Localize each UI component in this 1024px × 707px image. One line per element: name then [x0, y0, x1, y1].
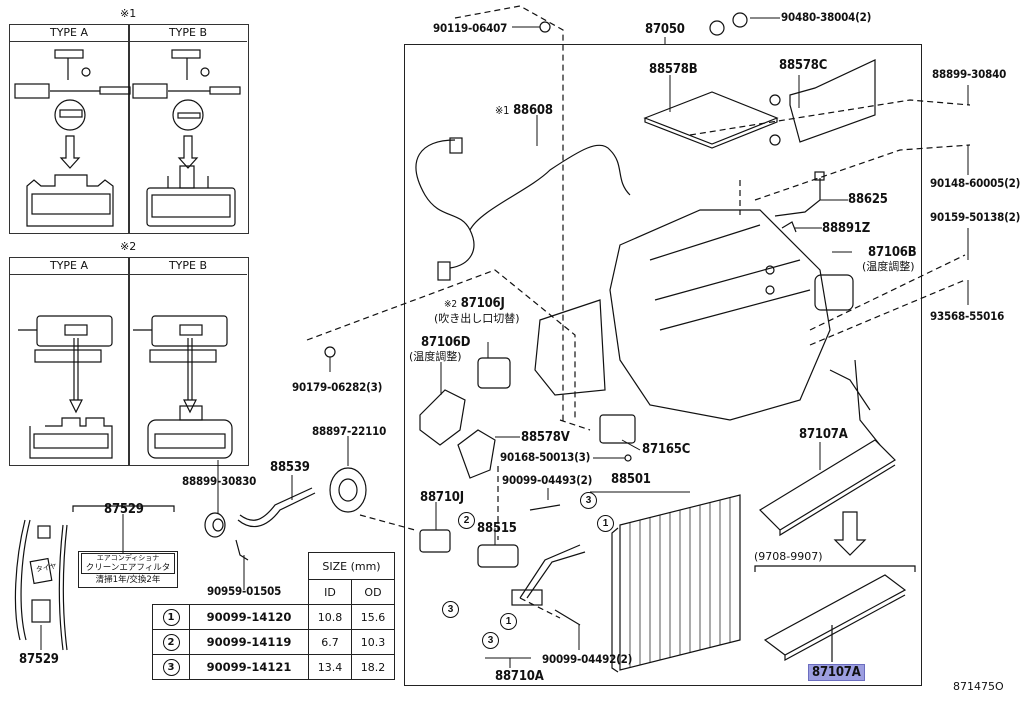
part-note-87106J: (吹き出し口切替): [434, 312, 520, 325]
table-row: 1 90099-14120 10.8 15.6: [152, 604, 395, 630]
table-row: 2 90099-14119 6.7 10.3: [152, 629, 395, 655]
part-label-88515[interactable]: 88515: [477, 521, 517, 536]
row-id: 13.4: [308, 654, 352, 680]
table-row: 3 90099-14121 13.4 18.2: [152, 654, 395, 680]
oring-callout-1: 1: [597, 515, 614, 532]
part-note-87106D: (温度調整): [409, 350, 462, 363]
part-label-93568-55016[interactable]: 93568-55016: [930, 309, 1005, 323]
part-label-88710J[interactable]: 88710J: [420, 490, 464, 505]
actuator-type-a-drawing: [18, 315, 113, 459]
part-label-87165C[interactable]: 87165C: [642, 442, 691, 457]
part-label-90099-04492[interactable]: 90099-04492(2): [542, 652, 633, 666]
actuator-type-b-drawing: [133, 315, 233, 459]
part-label-87106B[interactable]: 87106B: [868, 245, 917, 260]
row-od: 10.3: [351, 629, 395, 655]
part-label-88501[interactable]: 88501: [611, 472, 651, 487]
part-label-87050[interactable]: 87050: [645, 22, 685, 37]
type-a-header: TYPE A: [10, 258, 128, 275]
oring-callout-3: 3: [580, 492, 597, 509]
row-id: 10.8: [308, 604, 352, 630]
type-panel-2-marker: ※2: [120, 240, 137, 253]
size-header: SIZE (mm): [308, 552, 395, 580]
part-number: 87106J: [460, 296, 505, 311]
part-label-88891Z[interactable]: 88891Z: [822, 221, 870, 236]
part-label-88608[interactable]: ※1 88608: [495, 104, 553, 117]
row-callout: 1: [152, 604, 190, 630]
row-id: 6.7: [308, 629, 352, 655]
row-callout: 2: [152, 629, 190, 655]
oring-callout-3: 3: [482, 632, 499, 649]
part-label-90179-06282[interactable]: 90179-06282(3): [292, 380, 383, 394]
part-label-87529-tire[interactable]: 87529: [19, 652, 59, 667]
row-callout: 3: [152, 654, 190, 680]
row-part-number[interactable]: 90099-14121: [189, 654, 309, 680]
type-panel-2: TYPE A TYPE B: [9, 257, 249, 466]
part-label-88578V[interactable]: 88578V: [521, 430, 570, 445]
row-number: 2: [162, 633, 180, 651]
footnote-marker: ※2: [444, 299, 457, 310]
part-label-88539[interactable]: 88539: [270, 460, 310, 475]
heater-unit-assembly-frame: [404, 44, 922, 686]
part-label-90148-60005[interactable]: 90148-60005(2): [930, 176, 1021, 190]
part-label-90959-01505[interactable]: 90959-01505: [207, 584, 282, 598]
col-od-header: OD: [351, 579, 395, 605]
part-label-88578B[interactable]: 88578B: [649, 62, 698, 77]
diagram-code: 871475O: [953, 680, 1004, 693]
row-od: 18.2: [351, 654, 395, 680]
panel-divider: [128, 258, 130, 465]
filter-label-line2: クリーンエアフィルタ: [85, 562, 171, 573]
part-label-88899-30830[interactable]: 88899-30830: [182, 474, 257, 488]
part-label-87529-filter[interactable]: 87529: [104, 502, 144, 517]
panel-divider: [128, 25, 130, 233]
row-number: 3: [162, 658, 180, 676]
part-label-88625[interactable]: 88625: [848, 192, 888, 207]
part-label-90119-06407[interactable]: 90119-06407: [433, 21, 508, 35]
part-label-88899-30840[interactable]: 88899-30840: [932, 67, 1007, 81]
row-number: 1: [162, 608, 180, 626]
row-part-number[interactable]: 90099-14120: [189, 604, 309, 630]
connector-type-a-1-drawing: [14, 49, 131, 227]
connector-type-b-1-drawing: [132, 49, 241, 227]
part-note-87106B: (温度調整): [862, 260, 915, 273]
type-b-header: TYPE B: [129, 258, 247, 275]
oring-callout-3: 3: [442, 601, 459, 618]
part-label-90168-50013[interactable]: 90168-50013(3): [500, 450, 591, 464]
part-label-90480-38004[interactable]: 90480-38004(2): [781, 10, 872, 24]
part-label-87106D[interactable]: 87106D: [421, 335, 471, 350]
filter-label-line3: 清掃1年/交換2年: [95, 575, 161, 586]
part-label-87107A-upper[interactable]: 87107A: [799, 427, 848, 442]
type-b-header: TYPE B: [129, 25, 247, 42]
row-part-number[interactable]: 90099-14119: [189, 629, 309, 655]
filter-warning-label: エアコンディショナ クリーンエアフィルタ 清掃1年/交換2年: [78, 551, 178, 588]
part-label-88897-22110[interactable]: 88897-22110: [312, 424, 387, 438]
footnote-marker: ※1: [495, 104, 510, 117]
part-label-88710A[interactable]: 88710A: [495, 669, 544, 684]
production-date-range: (9708-9907): [754, 550, 823, 563]
filter-label-line1: エアコンディショナ: [96, 554, 160, 562]
row-od: 15.6: [351, 604, 395, 630]
type-panel-1: TYPE A TYPE B: [9, 24, 249, 234]
col-id-header: ID: [308, 579, 352, 605]
part-number: 88608: [513, 103, 553, 118]
type-panel-1-marker: ※1: [120, 7, 137, 20]
part-label-87107A-highlighted[interactable]: 87107A: [808, 664, 865, 681]
part-label-87106J[interactable]: ※2 87106J: [444, 297, 505, 310]
dashed-reference-lines: [306, 5, 971, 619]
oring-callout-1: 1: [500, 613, 517, 630]
part-label-90099-04493[interactable]: 90099-04493(2): [502, 473, 593, 487]
filter-label-title: エアコンディショナ クリーンエアフィルタ: [81, 553, 175, 575]
part-label-90159-50138[interactable]: 90159-50138(2): [930, 210, 1021, 224]
oring-size-table: SIZE (mm) ID OD 1 90099-14120 10.8 15.6 …: [152, 552, 395, 680]
oring-callout-2: 2: [458, 512, 475, 529]
part-label-88578C[interactable]: 88578C: [779, 58, 828, 73]
